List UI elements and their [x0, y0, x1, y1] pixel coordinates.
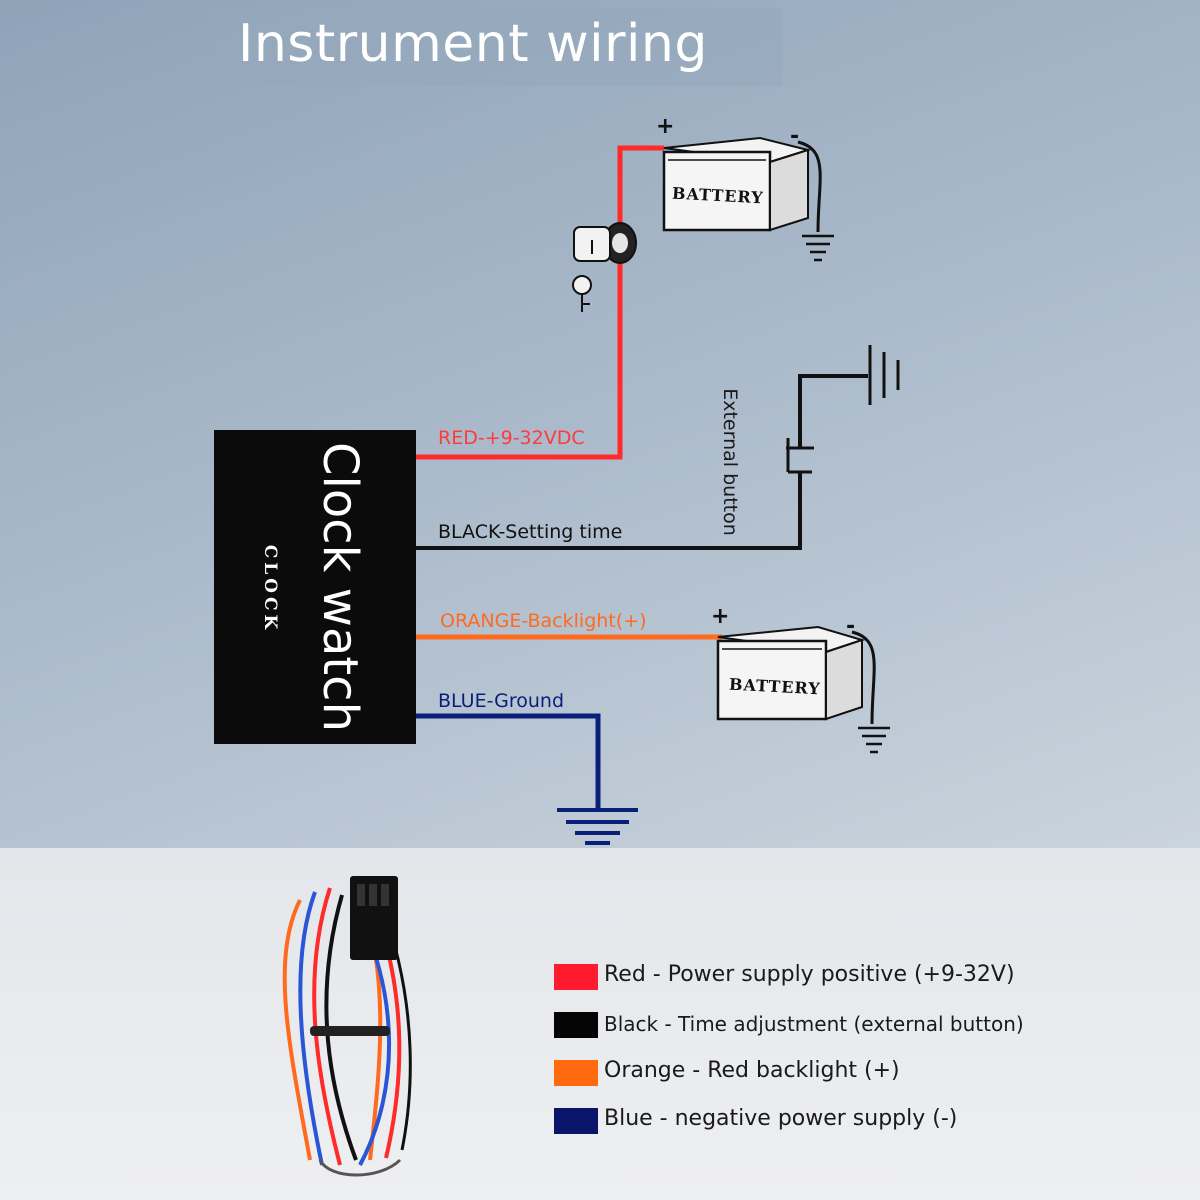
- title-banner: [212, 8, 782, 86]
- blue-wire-label: BLUE-Ground: [438, 690, 565, 712]
- external-button-label: External button: [719, 388, 741, 536]
- battery-plus-bottom: +: [711, 604, 731, 629]
- legend-swatch-orange: [554, 1060, 598, 1086]
- clock-subtitle: CLOCK: [260, 544, 280, 634]
- red-wire: [416, 145, 664, 460]
- external-button-icon: [786, 438, 814, 474]
- wire-harness-image: [282, 876, 412, 1177]
- ground-icon-upper: [868, 345, 900, 405]
- ground-icon-blue: [557, 808, 638, 845]
- legend-swatch-black: [554, 1012, 598, 1038]
- battery-minus-top: -: [790, 124, 801, 149]
- red-wire-label: RED-+9-32VDC: [438, 427, 585, 449]
- clock-title: Clock watch: [312, 442, 368, 732]
- battery-icon-top: [662, 136, 822, 233]
- ground-icon-top: [802, 234, 834, 262]
- legend-text-orange: Orange - Red backlight (+): [604, 1058, 900, 1083]
- black-wire-upper: [798, 374, 868, 448]
- legend-text-blue: Blue - negative power supply (-): [604, 1106, 958, 1131]
- battery-plus-top: +: [656, 114, 676, 139]
- battery-icon-bottom: [716, 625, 876, 725]
- black-wire: [416, 472, 802, 550]
- key-switch-icon: [572, 222, 637, 312]
- legend-text-black: Black - Time adjustment (external button…: [604, 1012, 1024, 1036]
- orange-wire-label: ORANGE-Backlight(+): [440, 610, 647, 632]
- legend-text-red: Red - Power supply positive (+9-32V): [604, 962, 1015, 987]
- legend-panel: [0, 848, 1200, 1200]
- black-wire-label: BLACK-Setting time: [438, 521, 623, 543]
- legend-swatch-red: [554, 964, 598, 990]
- ground-icon-bottom: [858, 726, 890, 754]
- diagram-title: Instrument wiring: [238, 14, 708, 74]
- battery-minus-bottom: -: [846, 614, 857, 639]
- clock-module: [214, 430, 416, 744]
- legend-swatch-blue: [554, 1108, 598, 1134]
- blue-wire: [416, 713, 601, 808]
